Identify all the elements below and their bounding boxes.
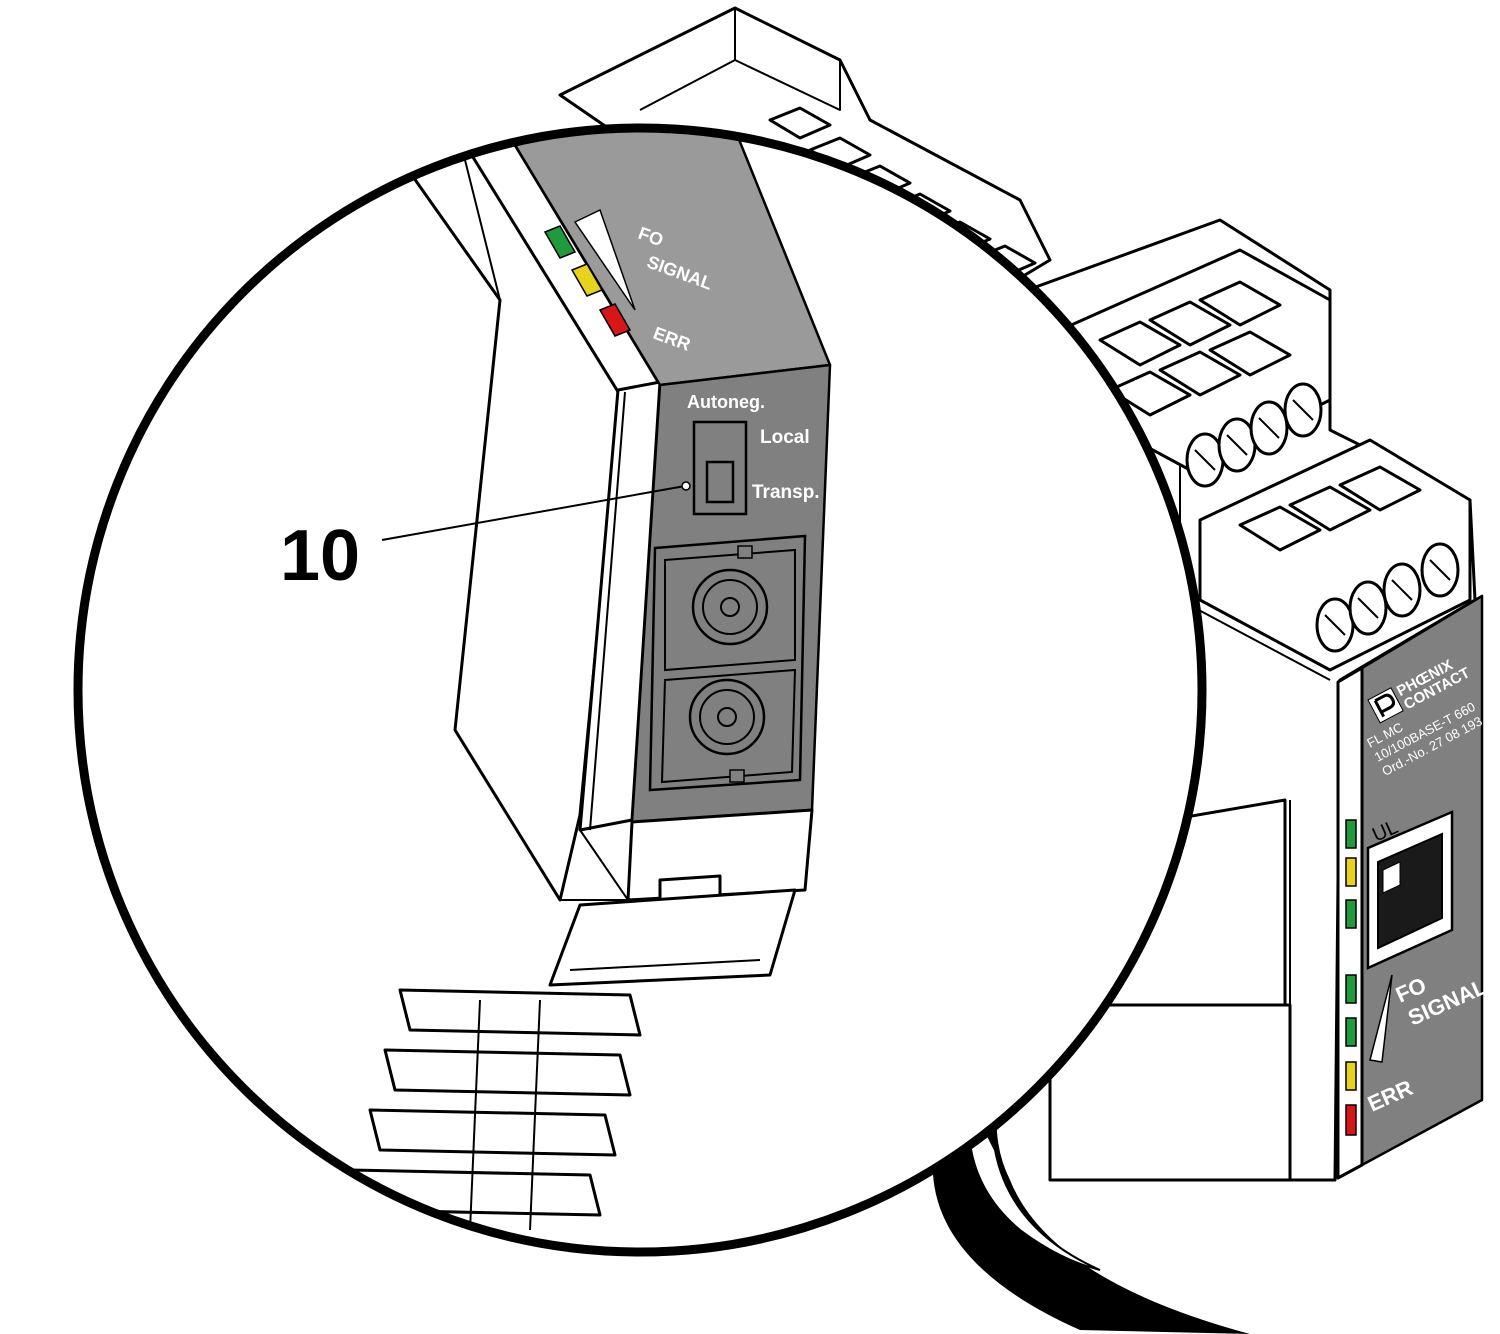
device-status-leds: [1345, 819, 1357, 1136]
signal-triangle-icon: [1369, 974, 1393, 1063]
local-label: Local: [760, 427, 810, 448]
din-rail-ribs: [348, 988, 642, 1231]
callout-leader-line: [381, 485, 686, 541]
zoom-signal-triangle-icon: [573, 208, 636, 311]
panel-status-leds: [543, 225, 632, 337]
callout-number: 10: [280, 516, 360, 596]
zoom-tail: [932, 1090, 1250, 1334]
transp-label: Transp.: [752, 482, 820, 503]
autoneg-label: Autoneg.: [687, 392, 765, 412]
rj45-port: UL: [1366, 810, 1454, 970]
fiber-optic-duplex-connector: [648, 534, 807, 792]
autoneg-slide-switch: [692, 420, 748, 516]
lower-terminal-block: [1198, 438, 1472, 672]
